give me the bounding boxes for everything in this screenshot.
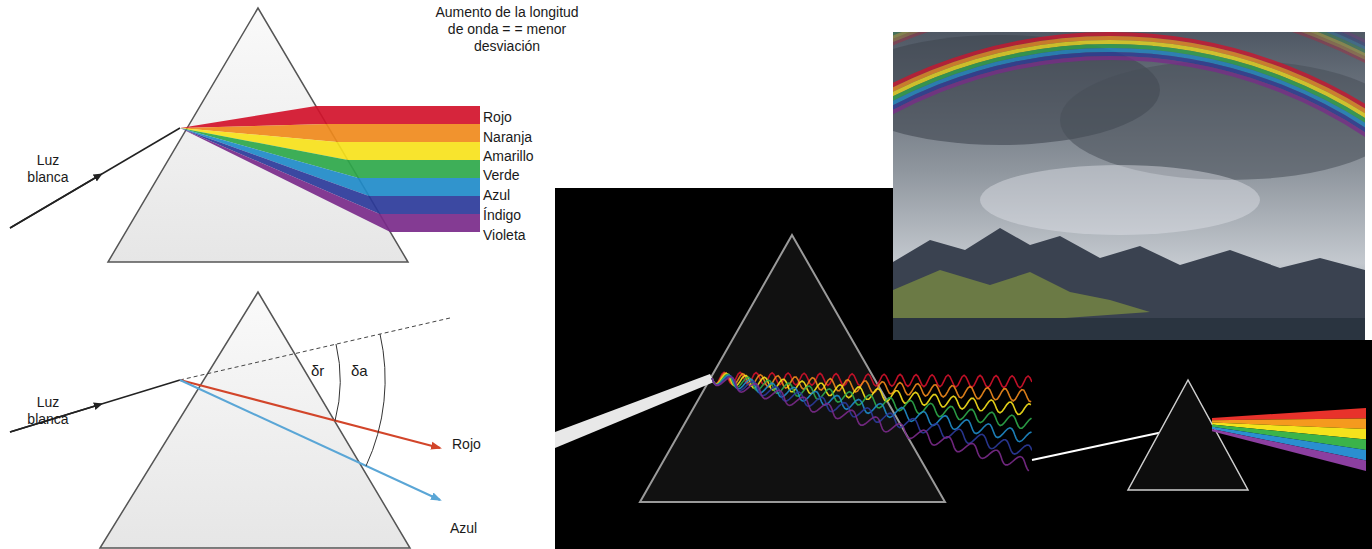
- dashed-line: [180, 318, 450, 380]
- text-label: Amarillo: [483, 148, 534, 165]
- text-label: Índigo: [483, 207, 521, 224]
- text-label: δr: [311, 362, 324, 379]
- spectrum-fan: [180, 106, 480, 232]
- text-label: Verde: [483, 167, 520, 184]
- light-ray: [10, 380, 180, 432]
- blue-ray: [180, 380, 440, 500]
- prism: [100, 292, 410, 548]
- rainbow-band: [893, 46, 1365, 340]
- rainbow-band: [893, 58, 1365, 340]
- white-beam: [555, 374, 714, 448]
- lake: [893, 318, 1365, 340]
- wave-lines: [712, 372, 1032, 471]
- text-label: Aumento de la longitud de onda = = menor…: [432, 4, 582, 55]
- rainbow-photo: [893, 32, 1365, 340]
- light-wave: [712, 373, 1031, 402]
- spectrum-band: [1212, 427, 1366, 461]
- secondary-rainbow-band: [893, 32, 1365, 340]
- mountains: [893, 228, 1365, 340]
- rainbow-band: [893, 38, 1365, 340]
- text-label: Naranja: [483, 129, 532, 146]
- text-label: Luz blanca: [22, 152, 74, 186]
- text-label: δa: [351, 362, 368, 379]
- rainbow-band: [893, 50, 1365, 340]
- spectrum-band: [180, 128, 480, 232]
- dark-panel: [1032, 340, 1372, 549]
- rainbow-band: [893, 42, 1365, 340]
- text-label: Rojo: [452, 436, 481, 453]
- light-ray: [10, 128, 180, 228]
- light-wave: [712, 376, 1032, 454]
- text-label: Violeta: [483, 227, 526, 244]
- angle-arc: [335, 344, 340, 421]
- red-ray: [180, 380, 440, 448]
- rainbow-band: [893, 54, 1365, 340]
- text-label: Azul: [450, 520, 477, 537]
- text-label: Azul: [483, 187, 510, 204]
- cloud: [980, 165, 1260, 235]
- secondary-rainbow-band: [893, 32, 1365, 340]
- text-label: Luz blanca: [22, 394, 74, 428]
- cloud: [1060, 60, 1365, 180]
- secondary-rainbow-band: [893, 32, 1365, 340]
- light-wave: [712, 375, 1032, 442]
- white-beam: [1032, 432, 1163, 460]
- secondary-rainbow-band: [893, 32, 1365, 340]
- rainbow-band: [893, 34, 1365, 340]
- angle-arc: [366, 334, 385, 466]
- spectrum-fan: [1212, 408, 1366, 471]
- secondary-rainbow-band: [893, 32, 1365, 340]
- text-label: Rojo: [483, 109, 512, 126]
- secondary-rainbow-band: [893, 32, 1365, 340]
- secondary-rainbow-band: [893, 32, 1365, 340]
- light-wave: [712, 377, 1029, 471]
- rainbow-arc: [893, 32, 1365, 340]
- light-wave: [712, 374, 1032, 428]
- spectrum-band: [1212, 429, 1366, 471]
- spectrum-band: [1212, 408, 1366, 420]
